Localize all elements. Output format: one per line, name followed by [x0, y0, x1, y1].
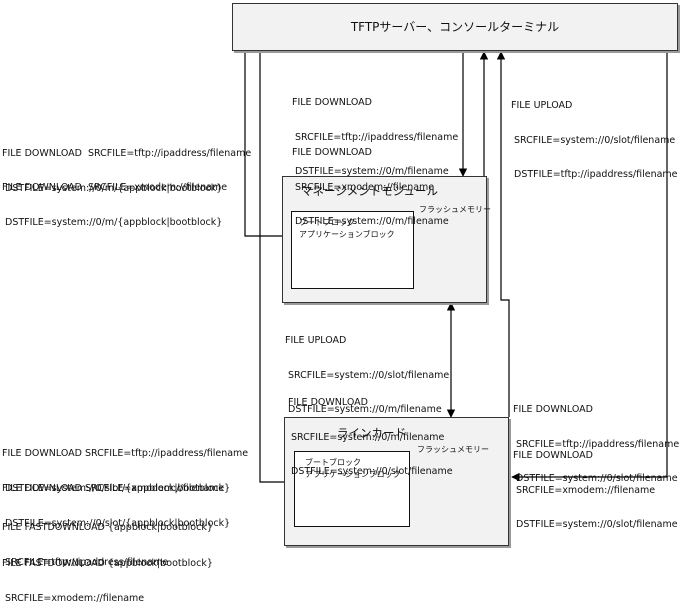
mgmt-app-block: アプリケーションブロック [299, 230, 395, 239]
cmd-top-right-upload: FILE UPLOAD SRCFILE=system://0/slot/file… [511, 77, 678, 192]
card-flash-blocks: ブートブロック アプリケーションブロック [294, 451, 410, 527]
arrow-server-to-card-right [511, 52, 668, 482]
cmd-line: FILE DOWNLOAD [288, 397, 368, 408]
cmd-line: FILE DOWNLOAD [513, 450, 593, 461]
line-card-title: ラインカード [337, 426, 406, 440]
arrow-card-to-server [496, 51, 510, 417]
cmd-line: SRCFILE=system://0/slot/filename [514, 134, 676, 146]
line-card-box: ラインカード フラッシュメモリー ブートブロック アプリケーションブロック [284, 417, 509, 546]
cmd-line: FILE UPLOAD [511, 100, 573, 111]
cmd-line: FILE DOWNLOAD SRCFILE=tftp://ipaddress/f… [2, 448, 249, 459]
cmd-right-download-1: FILE DOWNLOAD SRCFILE=tftp://ipaddress/f… [513, 381, 679, 496]
cmd-line: DSTFILE=system://0/slot/{appblock|bootbl… [5, 482, 231, 494]
card-boot-block: ブートブロック [305, 458, 361, 467]
mgmt-flash-blocks: ブートブロック アプリケーションブロック [291, 211, 414, 289]
cmd-line: SRCFILE=xmodem://filename [5, 592, 145, 604]
card-flash-label: フラッシュメモリー [417, 445, 489, 454]
cmd-mid-upload: FILE UPLOAD SRCFILE=system://0/slot/file… [285, 312, 449, 427]
tftp-server-console-box: TFTPサーバー、コンソールターミナル [232, 3, 678, 51]
cmd-line: FILE DOWNLOAD SRCFILE=xmodem://filename [2, 182, 228, 193]
cmd-line: SRCFILE=tftp://ipaddress/filename [295, 131, 459, 143]
cmd-line: FILE FASTDOWNLOAD {appblock|bootblock} [2, 558, 213, 569]
cmd-left-card-1: FILE DOWNLOAD SRCFILE=tftp://ipaddress/f… [2, 425, 248, 506]
cmd-line: FILE DOWNLOAD [513, 404, 593, 415]
mgmt-boot-block: ブートブロック [299, 218, 355, 227]
cmd-left-mgmt-1: FILE DOWNLOAD SRCFILE=tftp://ipaddress/f… [2, 125, 251, 206]
cmd-right-download-2: FILE DOWNLOAD SRCFILE=xmodem://filename … [513, 427, 678, 542]
mgmt-flash-label: フラッシュメモリー [419, 205, 491, 214]
cmd-line: FILE DOWNLOAD SRCFILE=tftp://ipaddress/f… [2, 148, 252, 159]
cmd-line: DSTFILE=tftp://ipaddress/filename [514, 169, 678, 180]
cmd-line: SRCFILE=tftp://ipaddress/filename [516, 438, 680, 450]
cmd-line: DSTFILE=system://0/m/{appblock|bootblock… [5, 216, 223, 228]
cmd-line: FILE DOWNLOAD [292, 147, 372, 158]
cmd-line: DSTFILE=system://0/m/filename [288, 404, 442, 415]
cmd-line: DSTFILE=system://0/slot/filename [516, 519, 678, 530]
cmd-line: DSTFILE=system://0/m/filename [295, 166, 449, 177]
cmd-line: FILE DOWNLOAD SRCFILE=xmodem://filename [2, 483, 225, 494]
cmd-line: FILE DOWNLOAD [292, 97, 372, 108]
server-title: TFTPサーバー、コンソールターミナル [350, 20, 560, 34]
management-module-box: マネージメントモジュール フラッシュメモリー ブートブロック アプリケーションブ… [282, 176, 491, 303]
mgmt-module-title: マネージメントモジュール [301, 184, 438, 198]
cmd-line: SRCFILE=xmodem://filename [516, 484, 656, 496]
cmd-line: FILE UPLOAD [285, 335, 347, 346]
arrow-server-to-mgmt-blocks [244, 52, 291, 241]
cmd-line: DSTFILE=system://0/m/filename [295, 216, 449, 227]
cmd-line: SRCFILE=system://0/slot/filename [288, 369, 450, 381]
cmd-line: FILE FASTDOWNLOAD {appblock|bootblock} [2, 522, 213, 533]
cmd-top-center-1: FILE DOWNLOAD SRCFILE=tftp://ipaddress/f… [292, 74, 458, 189]
cmd-line: SRCFILE=system://0/m/filename [291, 431, 445, 443]
arrow-server-to-card-blocks [259, 52, 295, 487]
cmd-left-card-4: FILE FASTDOWNLOAD {appblock|bootblock} S… [2, 535, 213, 616]
cmd-line: DSTFILE=system://0/slot/{appblock|bootbl… [5, 517, 231, 529]
cmd-left-card-2: FILE DOWNLOAD SRCFILE=xmodem://filename … [2, 460, 230, 541]
cmd-mid-download: FILE DOWNLOAD SRCFILE=system://0/m/filen… [288, 374, 453, 489]
cmd-left-mgmt-2: FILE DOWNLOAD SRCFILE=xmodem://filename … [2, 159, 227, 240]
connector-lines [244, 51, 668, 487]
cmd-top-center-2: FILE DOWNLOAD SRCFILE=xmodem://filename … [292, 124, 449, 239]
cmd-line: SRCFILE=xmodem://filename [295, 181, 435, 193]
cmd-line: DSTFILE=system://0/slot/filename [516, 473, 678, 484]
cmd-line: DSTFILE=system://0/slot/filename [291, 466, 453, 477]
cmd-line: DSTFILE=system://0/m/{appblock|bootblock… [5, 182, 223, 194]
card-app-block: アプリケーションブロック [305, 470, 401, 479]
